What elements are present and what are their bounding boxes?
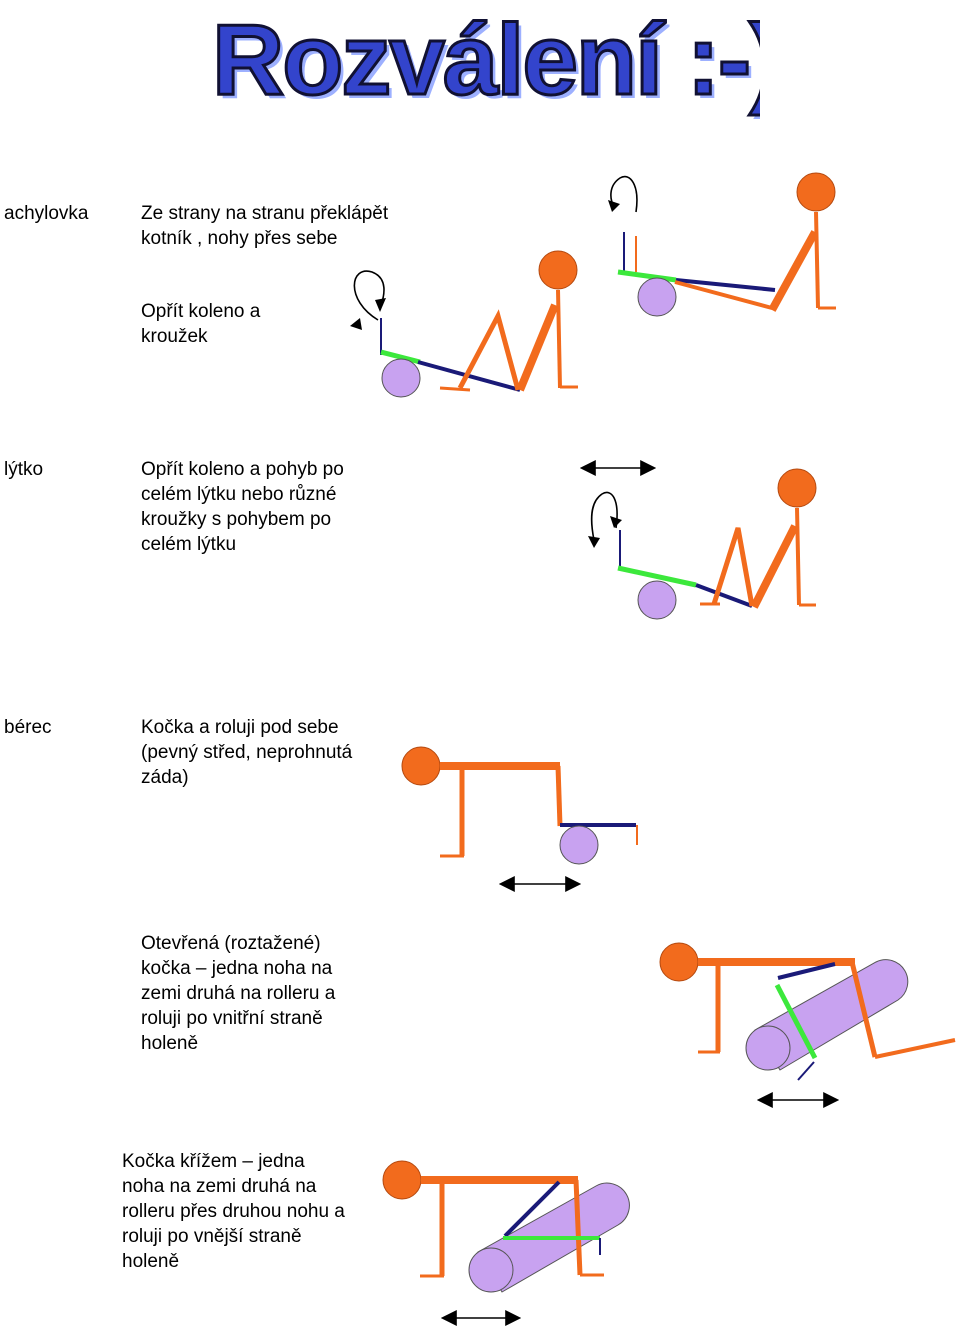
head	[659, 942, 699, 982]
arm	[795, 507, 801, 606]
shin-line	[380, 349, 421, 365]
head	[538, 250, 578, 290]
section-label-achylovka: achylovka	[4, 203, 89, 224]
rotation-arrow-icon	[590, 491, 618, 541]
figure-calf	[579, 460, 817, 620]
leg-line	[675, 278, 776, 292]
head	[382, 1160, 422, 1200]
figure-cat-roll	[401, 746, 638, 892]
leg-line	[777, 962, 836, 980]
page-title: Rozválení :-) Rozválení :-)	[211, 3, 761, 121]
exercise-text-knee-circle: Opřít koleno a kroužek	[141, 301, 261, 347]
exercise-text-calf: Opřít koleno a pohyb po celém lýtku nebo…	[141, 459, 344, 555]
figure-ankle-side	[608, 172, 836, 317]
torso	[750, 524, 799, 609]
exercise-text-cat-roll: Kočka a roluji pod sebe (pevný střed, ne…	[141, 717, 353, 788]
roller	[637, 277, 677, 317]
leg-orange	[674, 280, 773, 310]
leg-line	[695, 583, 753, 608]
roller-cylinder	[745, 959, 909, 1071]
thigh	[849, 961, 878, 1058]
rotation-arrow-icon	[610, 175, 638, 213]
shin-line	[617, 565, 697, 588]
shin-line	[774, 983, 818, 1060]
roller	[637, 580, 677, 620]
head	[777, 468, 817, 508]
figure-open-cat	[659, 942, 956, 1108]
leg-orange	[457, 309, 521, 391]
exercise-text-ankle-side: Ze strany na stranu překlápět kotník , n…	[141, 203, 389, 249]
head	[401, 746, 441, 786]
thigh	[573, 1179, 583, 1276]
section-label-lytko: lýtko	[4, 459, 44, 480]
torso	[768, 230, 819, 312]
arm	[556, 289, 562, 389]
shin-line	[617, 269, 677, 283]
thigh	[555, 765, 563, 827]
exercise-text-open-cat: Otevřená (roztažené) kočka – jedna noha …	[141, 933, 336, 1054]
figure-knee-circle	[350, 250, 578, 398]
head	[796, 172, 836, 212]
leg-orange	[874, 1038, 956, 1059]
section-label-berec: bérec	[4, 717, 52, 738]
figure-cross-cat	[382, 1160, 630, 1326]
arm	[814, 211, 820, 309]
roller	[559, 825, 599, 865]
roller	[381, 358, 421, 398]
rotation-arrow-icon	[353, 270, 385, 321]
title-shadow: Rozválení :-)	[216, 8, 760, 120]
torso	[516, 303, 559, 392]
leg-orange	[711, 527, 755, 607]
exercise-text-cross-cat: Kočka křížem – jedna noha na zemi druhá …	[122, 1151, 345, 1272]
title-text: Rozválení :-)	[212, 4, 760, 116]
leg-line	[503, 1180, 561, 1238]
